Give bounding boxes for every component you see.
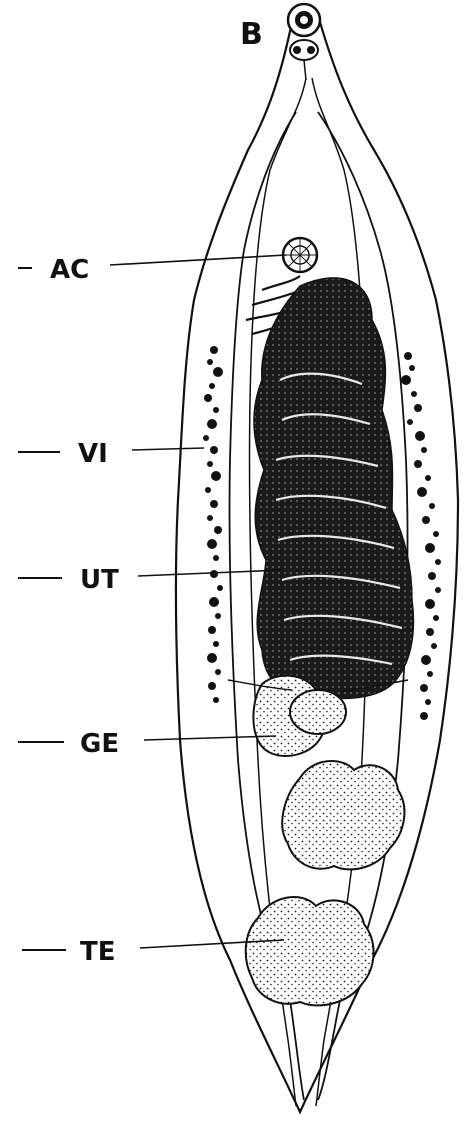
oesophagus <box>304 60 306 80</box>
label-ge-text: GE <box>80 729 119 759</box>
acetabulum <box>283 238 317 272</box>
label-te-text: TE <box>80 937 116 967</box>
label-ut: UT <box>18 565 282 595</box>
pharynx <box>290 40 318 60</box>
posterior-testis <box>246 897 374 1005</box>
anterior-testis <box>282 761 404 869</box>
seminal-receptacle <box>290 690 346 734</box>
label-ut-text: UT <box>80 565 119 595</box>
oral-sucker <box>288 4 320 36</box>
panel-label: B <box>240 17 263 52</box>
label-vi-text: VI <box>78 439 108 469</box>
uterus <box>254 278 414 699</box>
label-vi: VI <box>18 439 204 469</box>
label-te: TE <box>22 937 284 967</box>
vitellaria-left <box>203 346 223 703</box>
label-ac-text: AC <box>50 255 89 285</box>
label-ac: AC <box>18 255 286 285</box>
